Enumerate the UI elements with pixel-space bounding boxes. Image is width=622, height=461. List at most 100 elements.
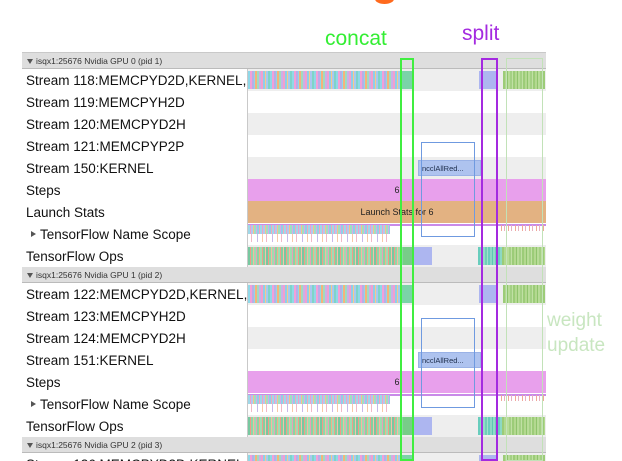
timeline-row-label[interactable]: Stream 126:MEMCPYD2D,KERNEL,MI: [22, 453, 248, 461]
launch-stats-bar[interactable]: Launch Stats for 6: [248, 201, 546, 223]
chevron-right-icon[interactable]: [31, 401, 36, 407]
chevron-down-icon[interactable]: [27, 443, 33, 448]
namescope-bars: [248, 225, 390, 234]
timeline-row-label[interactable]: TensorFlow Name Scope: [22, 223, 248, 245]
concat-kernel-bar: [400, 71, 414, 89]
timeline-row-label-text: Stream 118:MEMCPYD2D,KERNEL,ME: [26, 72, 248, 88]
chevron-down-icon[interactable]: [27, 59, 33, 64]
nccl-allreduce-bar[interactable]: ncclAllRed...: [418, 160, 481, 176]
concat-op-bar: [403, 417, 414, 435]
chevron-down-icon[interactable]: [27, 273, 33, 278]
split-kernel-bar: [479, 455, 496, 461]
concat-op-bar: [403, 247, 414, 265]
row-track[interactable]: Launch Stats for 6: [248, 201, 546, 223]
timeline-row[interactable]: Stream 123:MEMCPYH2D: [22, 305, 546, 327]
timeline-row[interactable]: Stream 150:KERNEL ncclAllRed...: [22, 157, 546, 179]
timeline-row-label[interactable]: Stream 120:MEMCPYD2H: [22, 113, 248, 135]
timeline-row-label-text: Stream 126:MEMCPYD2D,KERNEL,MI: [26, 457, 247, 461]
step-bar[interactable]: 6: [248, 179, 546, 201]
timeline-row-label[interactable]: Stream 118:MEMCPYD2D,KERNEL,ME: [22, 69, 248, 91]
timeline-row[interactable]: Launch Stats Launch Stats for 6: [22, 201, 546, 223]
timeline-row[interactable]: Stream 118:MEMCPYD2D,KERNEL,ME: [22, 69, 546, 91]
timeline-row-label[interactable]: Stream 123:MEMCPYH2D: [22, 305, 248, 327]
timeline-row[interactable]: Stream 124:MEMCPYD2H: [22, 327, 546, 349]
process-group-header[interactable]: isqx1:25676 Nvidia GPU 1 (pid 2): [22, 267, 546, 283]
timeline-row-label[interactable]: Stream 119:MEMCPYH2D: [22, 91, 248, 113]
process-group-title: isqx1:25676 Nvidia GPU 0 (pid 1): [36, 55, 163, 66]
row-track[interactable]: [248, 245, 546, 267]
timeline-row[interactable]: TensorFlow Name Scope: [22, 393, 546, 415]
row-track[interactable]: 6: [248, 179, 546, 201]
trace-viewer-panel[interactable]: isqx1:25676 Nvidia GPU 0 (pid 1) Stream 1…: [22, 52, 546, 461]
timeline-row-label[interactable]: TensorFlow Ops: [22, 415, 248, 437]
process-group-header[interactable]: isqx1:25676 Nvidia GPU 2 (pid 3): [22, 437, 546, 453]
timeline-row-label[interactable]: Steps: [22, 179, 248, 201]
timeline-row-label[interactable]: Launch Stats: [22, 201, 248, 223]
timeline-row-label-text: Stream 151:KERNEL: [26, 352, 154, 368]
kernel-activity-bars: [248, 71, 400, 89]
timeline-row-label[interactable]: Stream 121:MEMCPYP2P: [22, 135, 248, 157]
namescope-span-line: [248, 394, 546, 396]
timeline-row[interactable]: Stream 122:MEMCPYD2D,KERNEL,MI: [22, 283, 546, 305]
timeline-row[interactable]: Stream 126:MEMCPYD2D,KERNEL,MI: [22, 453, 546, 461]
weight-update-kernel-bars: [503, 455, 545, 461]
step-bar[interactable]: 6: [248, 371, 546, 393]
timeline-row[interactable]: Stream 121:MEMCPYP2P: [22, 135, 546, 157]
row-track[interactable]: 6: [248, 371, 546, 393]
timeline-row-label[interactable]: Stream 124:MEMCPYD2H: [22, 327, 248, 349]
weight-update-op-bars: [502, 417, 545, 435]
timeline-row[interactable]: TensorFlow Name Scope: [22, 223, 546, 245]
row-track[interactable]: [248, 135, 546, 157]
launch-stats-bar-label: Launch Stats for 6: [360, 207, 434, 217]
timeline-row-label-text: Stream 120:MEMCPYD2H: [26, 116, 186, 132]
process-group-title: isqx1:25676 Nvidia GPU 2 (pid 3): [36, 439, 163, 450]
nccl-allreduce-bar[interactable]: ncclAllRed...: [418, 352, 481, 368]
timeline-row-label-text: Stream 124:MEMCPYD2H: [26, 330, 186, 346]
row-track[interactable]: ncclAllRed...: [248, 349, 546, 371]
timeline-row-label[interactable]: Stream 150:KERNEL: [22, 157, 248, 179]
timeline-row-label-text: Stream 121:MEMCPYP2P: [26, 138, 185, 154]
weight-update-kernel-bars: [503, 285, 545, 303]
timeline-row[interactable]: TensorFlow Ops: [22, 415, 546, 437]
chevron-right-icon[interactable]: [31, 231, 36, 237]
row-track[interactable]: [248, 453, 546, 461]
timeline-row[interactable]: Stream 119:MEMCPYH2D: [22, 91, 546, 113]
row-track[interactable]: [248, 415, 546, 437]
concat-kernel-bar: [400, 285, 414, 303]
timeline-row-label-text: Stream 122:MEMCPYD2D,KERNEL,MI: [26, 286, 248, 302]
row-track[interactable]: ncclAllRed...: [248, 157, 546, 179]
annotation-weight-update-line1: weight: [547, 310, 602, 331]
row-track[interactable]: [248, 283, 546, 305]
timeline-row-label[interactable]: Steps: [22, 371, 248, 393]
row-track[interactable]: [248, 113, 546, 135]
timeline-row-label[interactable]: Stream 122:MEMCPYD2D,KERNEL,MI: [22, 283, 248, 305]
nccl-op-bar: [414, 247, 432, 265]
row-track[interactable]: [248, 69, 546, 91]
row-track[interactable]: [248, 91, 546, 113]
row-track[interactable]: [248, 327, 546, 349]
row-track[interactable]: [248, 305, 546, 327]
timeline-row[interactable]: Stream 120:MEMCPYD2H: [22, 113, 546, 135]
timeline-row-label[interactable]: Stream 151:KERNEL: [22, 349, 248, 371]
timeline-row-label-text: Stream 123:MEMCPYH2D: [26, 308, 186, 324]
annotation-concat: concat: [325, 27, 387, 50]
timeline-row[interactable]: Stream 151:KERNEL ncclAllRed...: [22, 349, 546, 371]
namescope-bars: [248, 395, 390, 404]
timeline-row-label[interactable]: TensorFlow Name Scope: [22, 393, 248, 415]
timeline-row-label-text: Stream 119:MEMCPYH2D: [26, 94, 185, 110]
weight-update-kernel-bars: [503, 71, 545, 89]
process-group-title: isqx1:25676 Nvidia GPU 1 (pid 2): [36, 269, 163, 280]
row-track[interactable]: [248, 393, 546, 415]
timeline-row-label[interactable]: TensorFlow Ops: [22, 245, 248, 267]
timeline-row-label-text: TensorFlow Ops: [26, 418, 124, 434]
timeline-row-label-text: TensorFlow Name Scope: [40, 226, 191, 242]
process-group-header[interactable]: isqx1:25676 Nvidia GPU 0 (pid 1): [22, 53, 546, 69]
row-track[interactable]: [248, 223, 546, 245]
split-op-bars: [478, 247, 502, 265]
ops-bars: [248, 247, 403, 265]
timeline-row[interactable]: TensorFlow Ops: [22, 245, 546, 267]
namescope-subbars: [248, 234, 390, 242]
